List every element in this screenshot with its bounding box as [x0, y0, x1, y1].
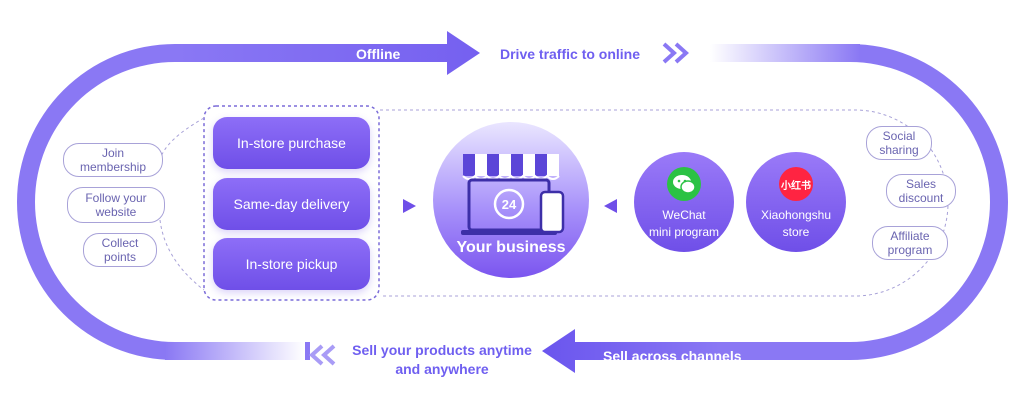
- chevron-right-double-icon: [662, 42, 689, 64]
- pill-sales-discount: Sales discount: [886, 174, 956, 208]
- loop-top-arrow: [175, 31, 480, 75]
- arrow-right-icon: [403, 199, 416, 213]
- action-in-store-purchase: In-store purchase: [213, 117, 370, 169]
- action-in-store-pickup: In-store pickup: [213, 238, 370, 290]
- loop-bottom-fade: [165, 342, 305, 360]
- action-same-day-delivery: Same-day delivery: [213, 178, 370, 230]
- loop-label-offline: Offline: [356, 46, 401, 62]
- chevron-left-double-icon: [309, 344, 336, 366]
- channel-xiaohongshu-label: Xiaohongshu store: [760, 208, 832, 239]
- storefront-icon: 24: [461, 154, 565, 235]
- loop-label-sell-anytime: Sell your products anytime and anywhere: [352, 342, 532, 377]
- business-label: Your business: [456, 239, 566, 256]
- pill-affiliate-program: Affiliate program: [872, 226, 948, 260]
- loop-bottom-arrow: [542, 329, 720, 373]
- wechat-logo-icon: [667, 167, 701, 201]
- svg-text:24: 24: [502, 197, 517, 212]
- pill-social-sharing: Social sharing: [866, 126, 932, 160]
- pill-follow-website: Follow your website: [67, 187, 165, 223]
- xiaohongshu-logo-icon: 小红书: [779, 167, 813, 201]
- arrow-left-icon: [604, 199, 617, 213]
- pill-join-membership: Join membership: [63, 143, 163, 177]
- loop-top-fade: [710, 44, 860, 62]
- loop-label-sell-channels: Sell across channels: [603, 348, 742, 364]
- loop-label-drive-traffic: Drive traffic to online: [500, 46, 641, 62]
- pill-collect-points: Collect points: [83, 233, 157, 267]
- channel-wechat-label: WeChat mini program: [648, 208, 720, 239]
- actions-dashed-box: [203, 105, 380, 301]
